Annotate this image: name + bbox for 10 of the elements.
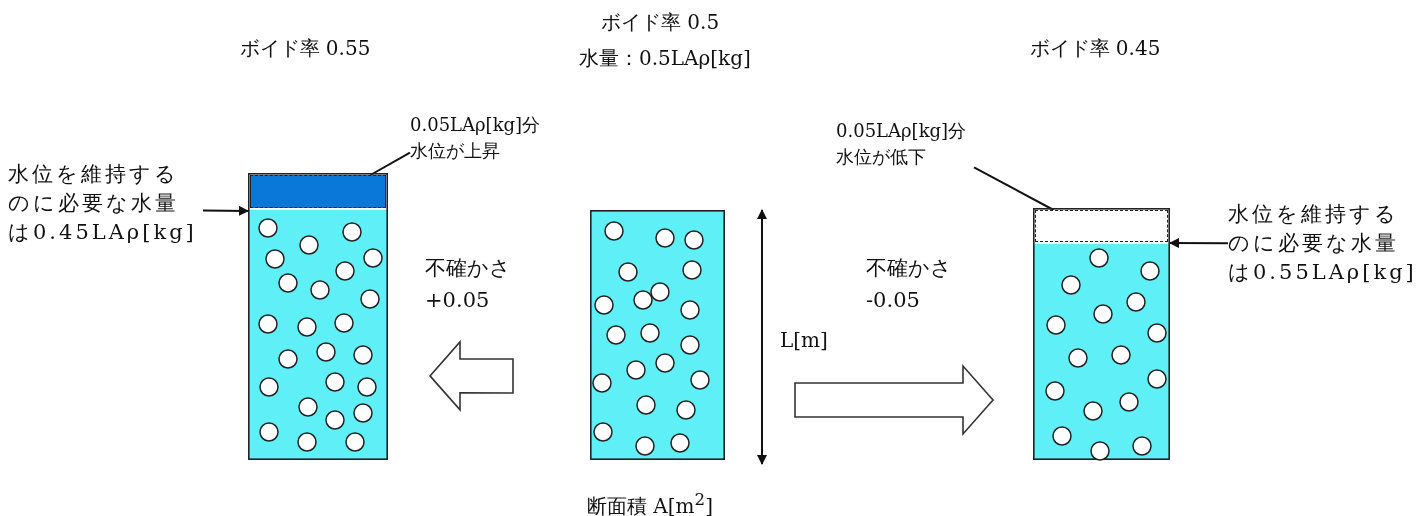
- block-arrow: [428, 339, 514, 412]
- water-level-band: [250, 175, 386, 208]
- water-level-band: [1035, 210, 1168, 242]
- arrow: [202, 205, 249, 216]
- note-text: 0.05LAρ[kg]分水位が低下: [836, 118, 974, 176]
- block-arrow: [794, 363, 995, 437]
- note-text: 水位を維持するのに必要な水量は0.45LAρ[kg]: [8, 160, 203, 252]
- note-text: 0.05LAρ[kg]分水位が上昇: [410, 112, 548, 170]
- note-text: 水位を維持するのに必要な水量は0.55LAρ[kg]: [1228, 200, 1421, 292]
- arrow: [1169, 238, 1229, 249]
